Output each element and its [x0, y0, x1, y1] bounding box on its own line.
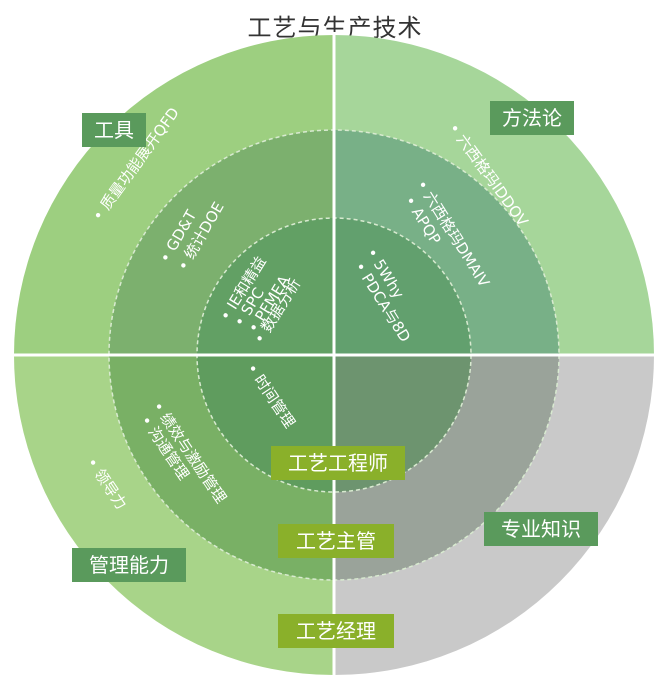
badge-manager: 工艺经理: [296, 619, 376, 643]
badge-methodology: 方法论: [502, 106, 562, 130]
badge-management-bg: [72, 548, 186, 582]
inner-quadrant-tools: [197, 218, 334, 355]
badge-engineer: 工艺工程师: [288, 451, 388, 475]
badge-management: 管理能力: [89, 553, 169, 577]
badge-professional: 专业知识: [501, 517, 581, 541]
badge-engineer-bg: [271, 446, 405, 480]
inner-quadrant-methodology: [334, 218, 471, 355]
badge-methodology-bg: [490, 101, 574, 135]
badge-tools: 工具: [94, 118, 134, 142]
badge-supervisor-bg: [278, 524, 394, 558]
badge-supervisor: 工艺主管: [296, 529, 376, 553]
badge-tools-bg: [82, 113, 146, 147]
badge-manager-bg: [278, 614, 394, 648]
badge-professional-bg: [484, 512, 598, 546]
